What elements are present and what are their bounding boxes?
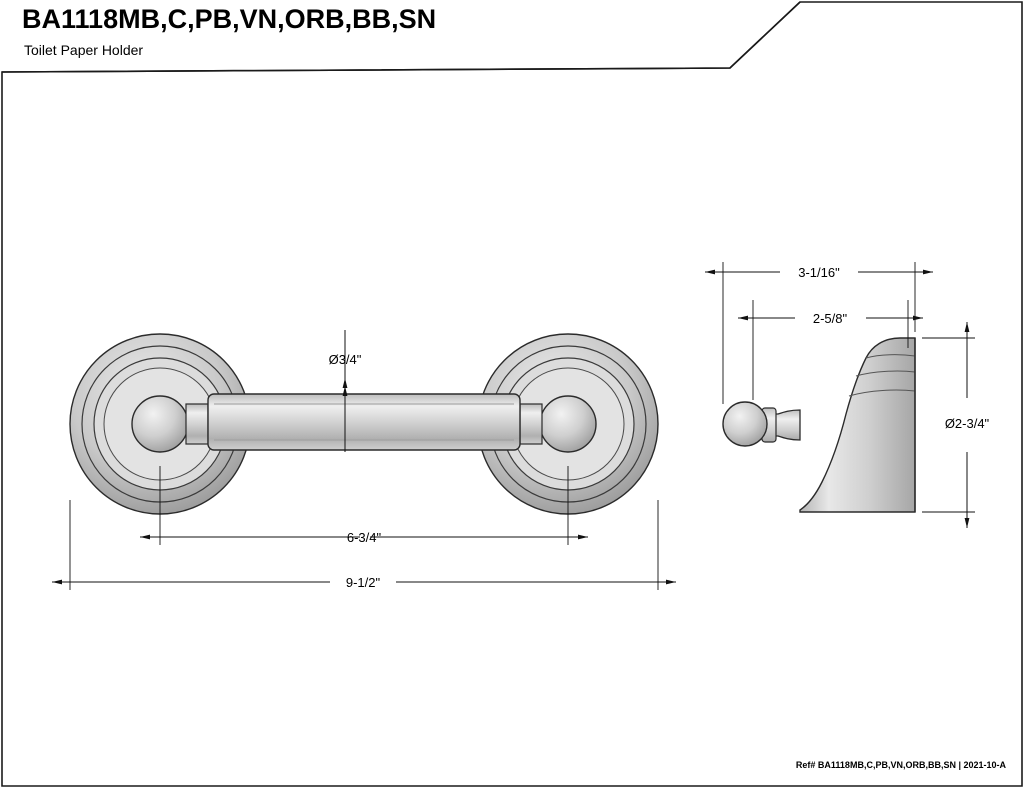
page-subtitle: Toilet Paper Holder bbox=[24, 42, 144, 58]
dimension-post-projection: 2-5/8" bbox=[738, 300, 923, 400]
dimension-overall-length-label: 9-1/2" bbox=[346, 575, 381, 590]
dimension-center-to-center-label: 6-3/4" bbox=[347, 530, 382, 545]
drawing-reference-footer: Ref# BA1118MB,C,PB,VN,ORB,BB,SN | 2021-1… bbox=[795, 760, 1006, 770]
dimension-flange-diameter-label: Ø2-3/4" bbox=[945, 416, 990, 431]
dimension-side-projection-label: 3-1/16" bbox=[798, 265, 840, 280]
front-view-graphic bbox=[69, 333, 659, 515]
dimension-flange-diameter: Ø2-3/4" bbox=[922, 322, 990, 528]
dimension-post-projection-label: 2-5/8" bbox=[813, 311, 848, 326]
page-title: BA1118MB,C,PB,VN,ORB,BB,SN bbox=[22, 4, 437, 34]
dimension-bar-diameter: Ø3/4" bbox=[329, 330, 362, 452]
side-view-graphic bbox=[722, 337, 916, 513]
dimension-overall-length: 9-1/2" bbox=[52, 500, 676, 590]
dimension-center-to-center: 6-3/4" bbox=[140, 466, 588, 545]
dimension-bar-diameter-label: Ø3/4" bbox=[329, 352, 362, 367]
